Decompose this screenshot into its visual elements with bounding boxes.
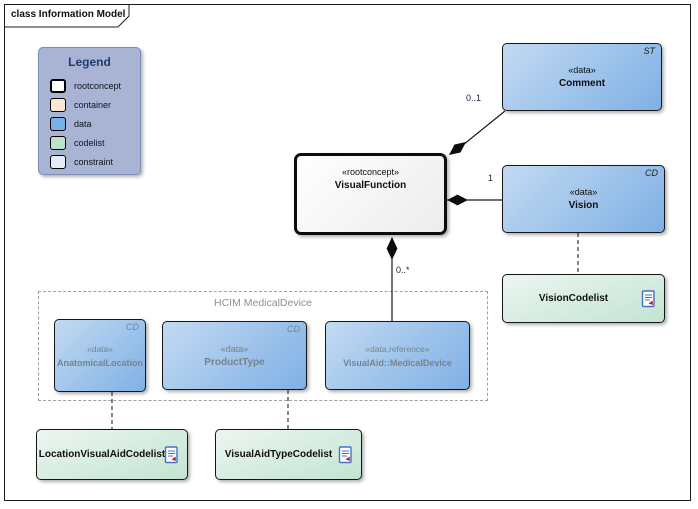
type-tag: ST — [643, 46, 655, 56]
legend-item-label: codelist — [74, 137, 105, 148]
stereotype-label: «data» — [87, 343, 113, 354]
type-tag: CD — [287, 324, 300, 334]
class-name: VisualFunction — [334, 180, 407, 191]
codelist-doc-icon — [641, 289, 655, 307]
legend-item-container: container — [39, 95, 140, 114]
class-visualaidtypecodelist[interactable]: VisualAidTypeCodelist — [215, 429, 362, 480]
legend-item-codelist: codelist — [39, 133, 140, 152]
class-name: VisionCodelist — [538, 292, 609, 304]
stereotype-label: «data» — [220, 343, 249, 354]
stereotype-label: «data» — [569, 187, 598, 197]
class-name: VisualAid::MedicalDevice — [343, 357, 452, 368]
class-name: AnatomicalLocation — [56, 357, 143, 368]
multiplicity-label: 0..* — [396, 265, 410, 275]
rootconcept-swatch-icon — [50, 78, 66, 93]
class-comment[interactable]: ST «data» Comment — [502, 43, 662, 111]
class-visualaid-medicaldevice[interactable]: «data,reference» VisualAid::MedicalDevic… — [325, 321, 470, 390]
constraint-swatch-icon — [50, 154, 66, 169]
class-name: Comment — [558, 78, 606, 89]
class-name: VisualAidTypeCodelist — [224, 448, 333, 460]
legend-item-label: constraint — [74, 156, 114, 167]
class-name: LocationVisualAidCodelist — [38, 448, 166, 460]
diagram-frame — [4, 4, 691, 501]
legend-panel[interactable]: Legend rootconcept container data codeli… — [38, 47, 141, 175]
codelist-doc-icon — [164, 445, 178, 463]
diagram-title: class Information Model — [11, 9, 126, 20]
multiplicity-label: 1 — [488, 173, 494, 183]
codelist-swatch-icon — [50, 135, 66, 150]
legend-item-data: data — [39, 114, 140, 133]
class-visualfunction[interactable]: «rootconcept» VisualFunction — [294, 153, 447, 235]
legend-item-label: container — [74, 99, 112, 110]
container-label: HCIM MedicalDevice — [213, 297, 313, 309]
stereotype-label: «data» — [568, 65, 596, 75]
stereotype-label: «data,reference» — [365, 343, 430, 354]
legend-item-label: data — [74, 118, 92, 129]
container-swatch-icon — [50, 97, 66, 112]
class-name: ProductType — [204, 356, 265, 368]
class-locationvisualaidcodelist[interactable]: LocationVisualAidCodelist — [36, 429, 188, 480]
class-producttype[interactable]: CD «data» ProductType — [162, 321, 307, 390]
data-swatch-icon — [50, 116, 66, 131]
type-tag: CD — [645, 168, 658, 178]
codelist-doc-icon — [338, 445, 352, 463]
hcim-medicaldevice-container[interactable]: HCIM MedicalDevice — [38, 291, 488, 401]
legend-item-rootconcept: rootconcept — [39, 76, 140, 95]
legend-item-constraint: constraint — [39, 152, 140, 171]
diagram-title-tab — [4, 4, 130, 28]
class-anatomicallocation[interactable]: CD «data» AnatomicalLocation — [54, 319, 146, 392]
class-visioncodelist[interactable]: VisionCodelist — [502, 274, 665, 323]
legend-title: Legend — [68, 55, 111, 69]
multiplicity-label: 0..1 — [466, 93, 482, 103]
type-tag: CD — [126, 322, 139, 332]
class-name: Vision — [568, 200, 599, 211]
legend-item-label: rootconcept — [74, 80, 122, 91]
stereotype-label: «rootconcept» — [341, 167, 400, 177]
class-vision[interactable]: CD «data» Vision — [502, 165, 665, 233]
